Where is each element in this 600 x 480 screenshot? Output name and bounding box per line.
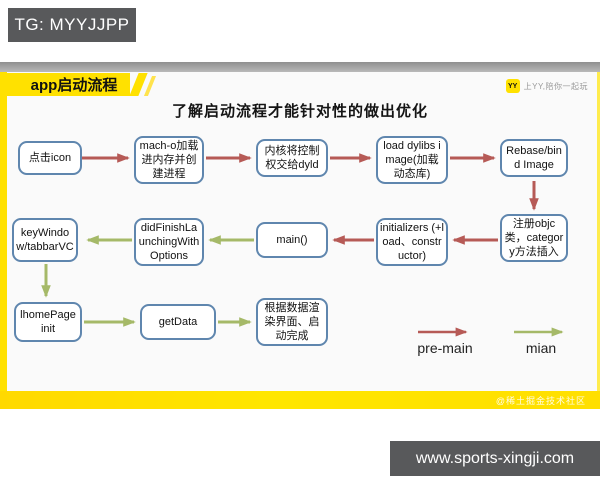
- yy-logo-icon: YY: [505, 79, 520, 93]
- legend-pre-main-label: pre-main: [417, 340, 473, 356]
- tg-watermark-label: TG: MYYJJPP: [14, 15, 130, 34]
- yy-brand: YY 上YY,陪你一起玩: [505, 79, 588, 93]
- site-url-label: www.sports-xingji.com: [415, 449, 575, 467]
- slide-banner: app启动流程: [0, 73, 130, 96]
- flow-node-macho-load: mach-o加载进内存并创建进程: [134, 136, 204, 185]
- slide-bottom-bar: @稀土掘金技术社区: [0, 391, 600, 409]
- flow-node-render-done: 根据数据渲染界面、启动完成: [256, 298, 328, 347]
- legend-main-arrow-icon: [514, 327, 564, 337]
- legend-main-label: mian: [525, 340, 557, 356]
- flow-node-get-data: getData: [140, 304, 216, 340]
- flow-node-key-window: keyWindow/tabbarVC: [12, 218, 78, 262]
- site-url-watermark: www.sports-xingji.com: [390, 441, 600, 476]
- juejin-watermark: @稀土掘金技术社区: [495, 395, 586, 406]
- slide-banner-title: app启动流程: [30, 77, 118, 94]
- slide-left-edge: [0, 72, 7, 391]
- flow-node-rebase-bind: Rebase/bind Image: [500, 139, 568, 177]
- slide: app启动流程 YY 上YY,陪你一起玩 了解启动流程才能针对性的做出优化: [0, 62, 600, 409]
- flow-node-click-icon: 点击icon: [18, 141, 82, 175]
- banner-slash-decoration: [143, 76, 157, 96]
- slide-heading: 了解启动流程才能针对性的做出优化: [171, 103, 428, 120]
- legend-pre-main: pre-main: [416, 327, 474, 356]
- slide-top-strip: [0, 62, 600, 72]
- tg-watermark: TG: MYYJJPP: [8, 8, 136, 42]
- flow-node-main: main(): [256, 222, 328, 258]
- flow-node-kernel-dyld: 内核将控制权交给dyld: [256, 139, 328, 177]
- flow-node-register-objc: 注册objc类，category方法插入: [500, 214, 568, 263]
- legend-pre-main-arrow-icon: [418, 327, 468, 337]
- flow-node-homepage-init: lhomePage init: [14, 302, 82, 342]
- yy-slogan: 上YY,陪你一起玩: [523, 81, 588, 91]
- flow-node-initializers: initializers (+load、constructor): [376, 218, 448, 267]
- flow-node-load-dylibs: load dylibs image(加载动态库): [376, 136, 448, 185]
- flow-node-did-finish: didFinishLaunchingWithOptions: [134, 218, 204, 267]
- slide-right-edge: [597, 72, 600, 391]
- legend-main: mian: [512, 327, 570, 356]
